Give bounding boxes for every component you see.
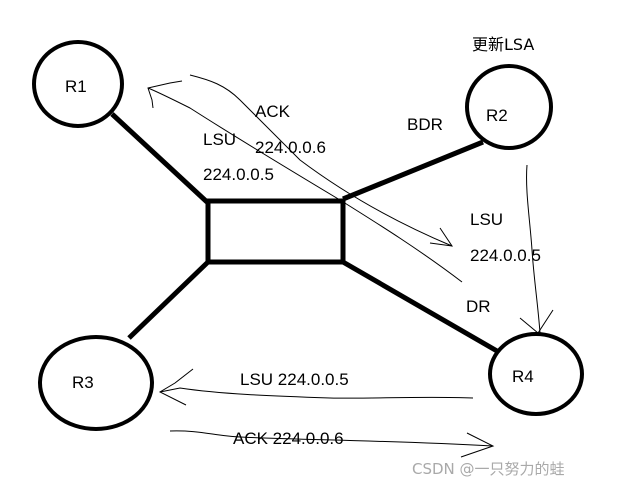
router-r1-circle (32, 40, 124, 128)
arrowhead-r2-to-dr (519, 309, 554, 334)
link-r1-segment (110, 112, 209, 204)
msg-dr-to-r3: LSU 224.0.0.5 (240, 370, 349, 389)
arrowhead-r3-ack (460, 432, 495, 458)
msg-r3-ack: ACK 224.0.0.6 (233, 429, 344, 448)
arrowhead-dr-to-r1 (147, 80, 183, 109)
arrow-dr-to-r1 (147, 87, 463, 283)
arrow-r3-ack (169, 430, 494, 447)
router-r1-label: R1 (65, 77, 87, 96)
msg-r2-to-dr-line1: LSU (470, 210, 503, 229)
watermark: CSDN @一只努力的蛙 (412, 460, 565, 478)
router-r2-label: R2 (486, 106, 508, 125)
msg-r1-ack-line2: 224.0.0.6 (255, 138, 326, 157)
msg-r2-to-dr-line2: 224.0.0.5 (470, 246, 541, 265)
broadcast-segment (205, 198, 346, 265)
link-r3-segment (127, 260, 210, 340)
link-r4-segment (341, 259, 499, 354)
router-r3: R3 (38, 335, 154, 431)
arrow-dr-to-r3 (159, 387, 474, 399)
r2-role-label: BDR (407, 115, 443, 134)
msg-dr-to-r1-line1: LSU (203, 130, 236, 149)
router-r4-label: R4 (512, 367, 534, 386)
arrow-r2-to-dr (526, 164, 541, 334)
msg-r1-ack-line1: ACK (255, 102, 291, 121)
router-r4-circle (488, 332, 584, 416)
msg-dr-to-r1-line2: 224.0.0.5 (203, 165, 274, 184)
router-r3-label: R3 (72, 373, 94, 392)
r2-update-lsa-label: 更新LSA (472, 35, 534, 54)
router-r2-circle (465, 64, 553, 150)
arrow-r1-ack (189, 74, 453, 247)
arrowhead-dr-to-r3 (158, 368, 194, 406)
router-r3-circle (38, 335, 154, 431)
link-r2-segment (342, 139, 484, 202)
r4-role-label: DR (466, 297, 491, 316)
router-r1: R1 (32, 40, 124, 128)
router-r2: R2 (465, 64, 553, 150)
arrowhead-r1-ack (429, 227, 454, 247)
router-r4: R4 (488, 332, 584, 416)
